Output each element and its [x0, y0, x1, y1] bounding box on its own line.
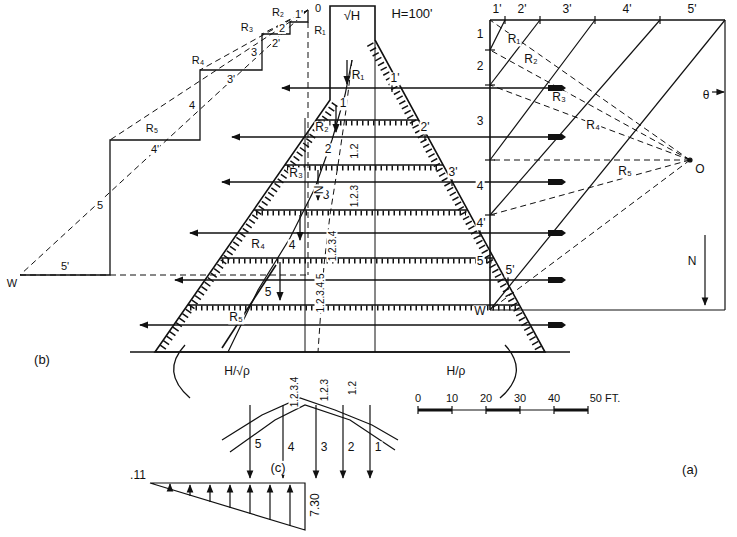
figure-label: 5': [505, 264, 516, 277]
figure-label: R₂: [523, 53, 538, 66]
figure-label: θ: [702, 89, 711, 102]
figure-label: 1': [294, 8, 304, 20]
figure-label: 4: [188, 99, 196, 111]
figure-label: R₂: [271, 6, 285, 18]
figure-label: 5': [60, 260, 70, 272]
figure-label: W: [473, 305, 486, 318]
figure-label: (a): [681, 463, 699, 477]
figure-label: 3: [476, 115, 485, 128]
funicular-polygon: [222, 398, 398, 478]
figure-label: 1.2: [348, 142, 360, 159]
figure-label: W: [6, 277, 18, 289]
figure-label: R₄: [250, 238, 266, 251]
force-polygon: [485, 16, 725, 310]
figure-label: 1.2.3: [319, 378, 330, 402]
figure-label: 0: [314, 2, 322, 14]
figure-label: 5: [264, 286, 273, 299]
figure-label: 5: [476, 255, 485, 268]
figure-label: 3: [320, 441, 329, 454]
figure-label: R₄: [585, 119, 601, 132]
figure-label: H=100': [390, 7, 433, 21]
dam-section: [130, 6, 570, 398]
figure-label: 1.2.3.4: [327, 230, 338, 263]
figure-label: 1.2: [347, 380, 358, 396]
figure-label: H/ρ: [446, 365, 467, 378]
figure-label: 3': [562, 3, 573, 16]
figure-label: 2: [476, 60, 485, 73]
figure-label: R₄: [191, 54, 205, 66]
figure-label: 10: [445, 392, 459, 404]
figure-label: 2': [420, 121, 431, 134]
figure-label: 4': [150, 143, 160, 155]
figure-label: R₃: [551, 91, 567, 104]
pressure-diagram: [150, 483, 305, 530]
figure-label: 50 FT.: [589, 392, 622, 404]
figure-label: .11: [129, 469, 147, 482]
figure-label: N: [313, 185, 326, 196]
figure-label: H/√ρ: [223, 365, 250, 378]
figure-label: (c): [269, 461, 286, 475]
figure-label: R₁: [351, 69, 366, 82]
figure-label: 1.2.3: [349, 184, 360, 208]
figure-label: 2: [278, 22, 286, 34]
figure-label: 4: [476, 180, 485, 193]
figure-label: R₅: [228, 311, 244, 324]
figure-label: 5': [687, 3, 698, 16]
figure-label: 1': [492, 3, 503, 16]
figure-label: 2': [271, 37, 281, 49]
figure-label: R₂: [314, 121, 329, 134]
figure-label: 1.2.3.4: [289, 376, 300, 409]
figure-label: 4': [622, 3, 633, 16]
figure-label: 30: [513, 392, 527, 404]
figure-label: 3': [226, 73, 236, 85]
figure-label: R₁: [313, 24, 327, 36]
figure-label: 40: [547, 392, 561, 404]
figure-label: 20: [479, 392, 493, 404]
figure-label: 4: [287, 441, 296, 454]
figure-label: 3': [448, 166, 459, 179]
figure-label: 7.30: [309, 492, 322, 517]
figure-label: 1: [374, 441, 383, 454]
figure-label: 1: [339, 97, 348, 110]
figure-label: R₅: [617, 165, 633, 178]
figure-label: 4': [476, 217, 487, 230]
figure-label: R₅: [145, 122, 159, 134]
figure-label: 3: [250, 46, 258, 58]
figure-label: 5: [254, 438, 263, 451]
figure-label: (b): [33, 353, 51, 367]
figure-label: 1': [390, 72, 401, 85]
step-diagram: [20, 10, 308, 275]
figure-label: √H: [343, 9, 362, 23]
figure-label: R₃: [240, 21, 254, 33]
figure-label: 5: [96, 199, 104, 211]
scale-bar: [418, 406, 588, 414]
figure-label: R₁: [507, 33, 522, 46]
figure-label: 1.2.3.4.5: [315, 273, 326, 314]
figure-label: 2': [517, 3, 528, 16]
figure-label: 1: [476, 28, 485, 41]
figure-label: 2: [324, 143, 333, 156]
figure-label: 0: [414, 392, 422, 404]
figure-label: 2: [347, 441, 356, 454]
figure-label: R₃: [288, 167, 304, 180]
figure-label: N: [687, 255, 698, 268]
figure-label: O: [694, 163, 705, 176]
figure-label: 4: [288, 239, 297, 252]
